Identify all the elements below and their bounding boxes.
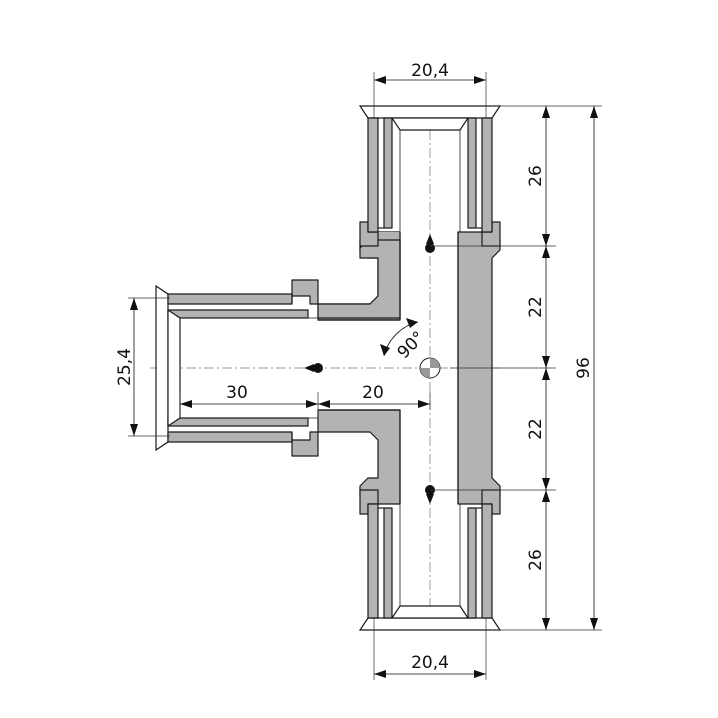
branch-bottom-wall [317,409,401,505]
branch-socket-lip [155,284,169,452]
dim-top-width: 20,4 [373,61,487,118]
bottom-socket-right-sleeve [481,503,493,619]
branch-upper-collar [291,279,319,305]
bottom-socket-left-sleeve [367,503,379,619]
top-socket [358,105,502,233]
dim-branch-length: 30 20 [179,383,431,418]
center-symbol [419,357,441,379]
branch-pin-mark [304,363,323,373]
center-marks [304,234,441,504]
dim-side-height: 25,4 [115,297,170,437]
dim-upper-offset-label: 22 [526,296,546,318]
angle-annotation: 90° [380,318,429,363]
dim-overall-length-label: 96 [574,357,594,379]
dim-bottom-width-label: 20,4 [411,653,449,673]
bottom-socket [358,503,502,631]
branch-inner-lower-wall [167,417,309,427]
top-socket-left-sleeve [367,117,379,233]
dim-branch-outer-label: 30 [226,383,248,403]
dim-top-width-label: 20,4 [411,61,449,81]
lower-pin-mark [425,485,435,504]
top-socket-lip [358,105,502,119]
dim-lower-offset-label: 22 [526,418,546,440]
branch-lower-sleeve [167,431,293,443]
top-socket-right-sleeve [481,117,493,233]
angle-label: 90° [394,328,429,363]
center-lines [150,112,500,628]
dim-lower-socket-label: 26 [526,549,546,571]
branch-lower-collar [291,431,319,457]
bottom-inner-right-wall [467,507,477,619]
dim-side-height-label: 25,4 [115,348,135,386]
bottom-socket-lip [358,617,502,631]
dim-bottom-width: 20,4 [373,618,487,680]
branch-insert-tube [167,308,181,428]
dim-branch-inner-label: 20 [362,383,384,403]
angle-arrow-left [380,344,390,356]
branch-socket [155,284,318,452]
top-inner-left-wall [383,117,393,229]
top-inner-right-wall [467,117,477,229]
bottom-insert-tube [390,605,470,619]
bottom-inner-left-wall [383,507,393,619]
dim-right-segments: 26 22 22 26 [430,105,602,631]
branch-upper-sleeve [167,293,293,305]
angle-arrow-right [406,318,418,328]
dim-upper-socket-label: 26 [526,165,546,187]
branch-inner-upper-wall [167,309,309,319]
top-insert-tube [390,117,470,131]
branch-top-wall [317,239,401,319]
upper-pin-mark [425,234,435,253]
dim-overall-length: 96 [574,106,598,630]
